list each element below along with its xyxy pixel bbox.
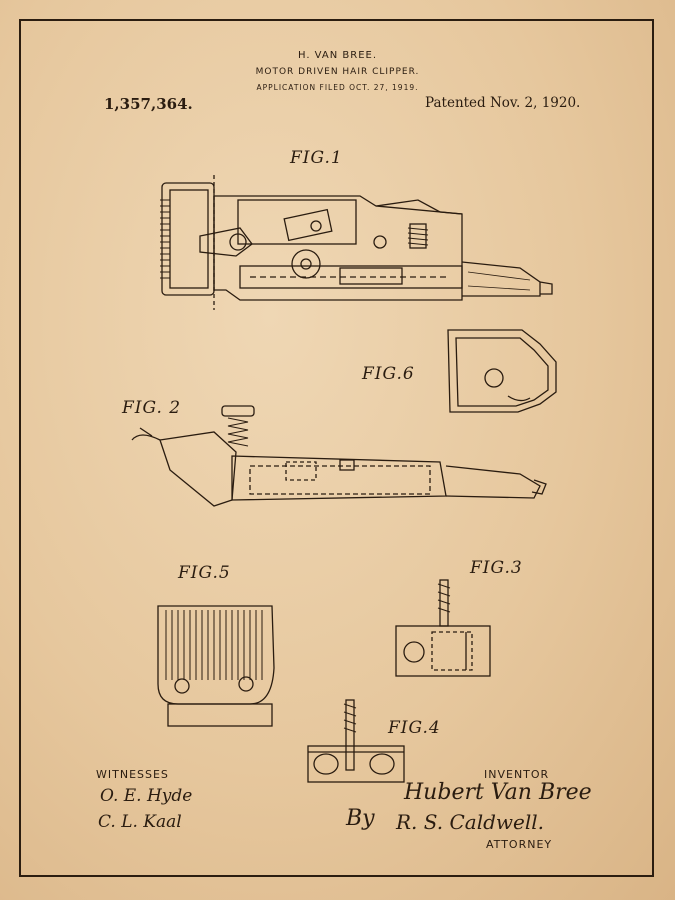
fig4-drawing (307, 699, 405, 783)
fig1-drawing (160, 175, 553, 310)
drawing-border (19, 19, 654, 877)
witnesses-label: WITNESSES (96, 768, 169, 781)
witness-2-signature: C. L. Kaal (98, 812, 182, 832)
patent-number: 1,357,364. (104, 95, 193, 113)
fig3-drawing (395, 579, 491, 677)
inventor-name: H. VAN BREE. (297, 50, 378, 61)
fig6-drawing (447, 329, 557, 413)
attorney-label: ATTORNEY (486, 838, 553, 851)
fig2-label: FIG. 2 (122, 398, 182, 418)
application-filed: APPLICATION FILED OCT. 27, 1919. (256, 83, 419, 92)
fig2-drawing (131, 405, 547, 507)
fig5-label: FIG.5 (178, 563, 231, 583)
witness-1-signature: O. E. Hyde (100, 786, 193, 806)
patented-date: Patented Nov. 2, 1920. (425, 95, 581, 111)
fig3-label: FIG.3 (470, 558, 523, 578)
patent-title: MOTOR DRIVEN HAIR CLIPPER. (255, 67, 420, 77)
fig4-label: FIG.4 (388, 718, 441, 738)
attorney-signature: R. S. Caldwell. (396, 810, 545, 834)
fig5-drawing (157, 605, 275, 727)
inventor-signature: Hubert Van Bree (404, 780, 592, 805)
by-label: By (346, 806, 375, 831)
fig6-label: FIG.6 (362, 364, 415, 384)
inventor-label: INVENTOR (484, 768, 550, 781)
fig1-label: FIG.1 (290, 148, 343, 168)
